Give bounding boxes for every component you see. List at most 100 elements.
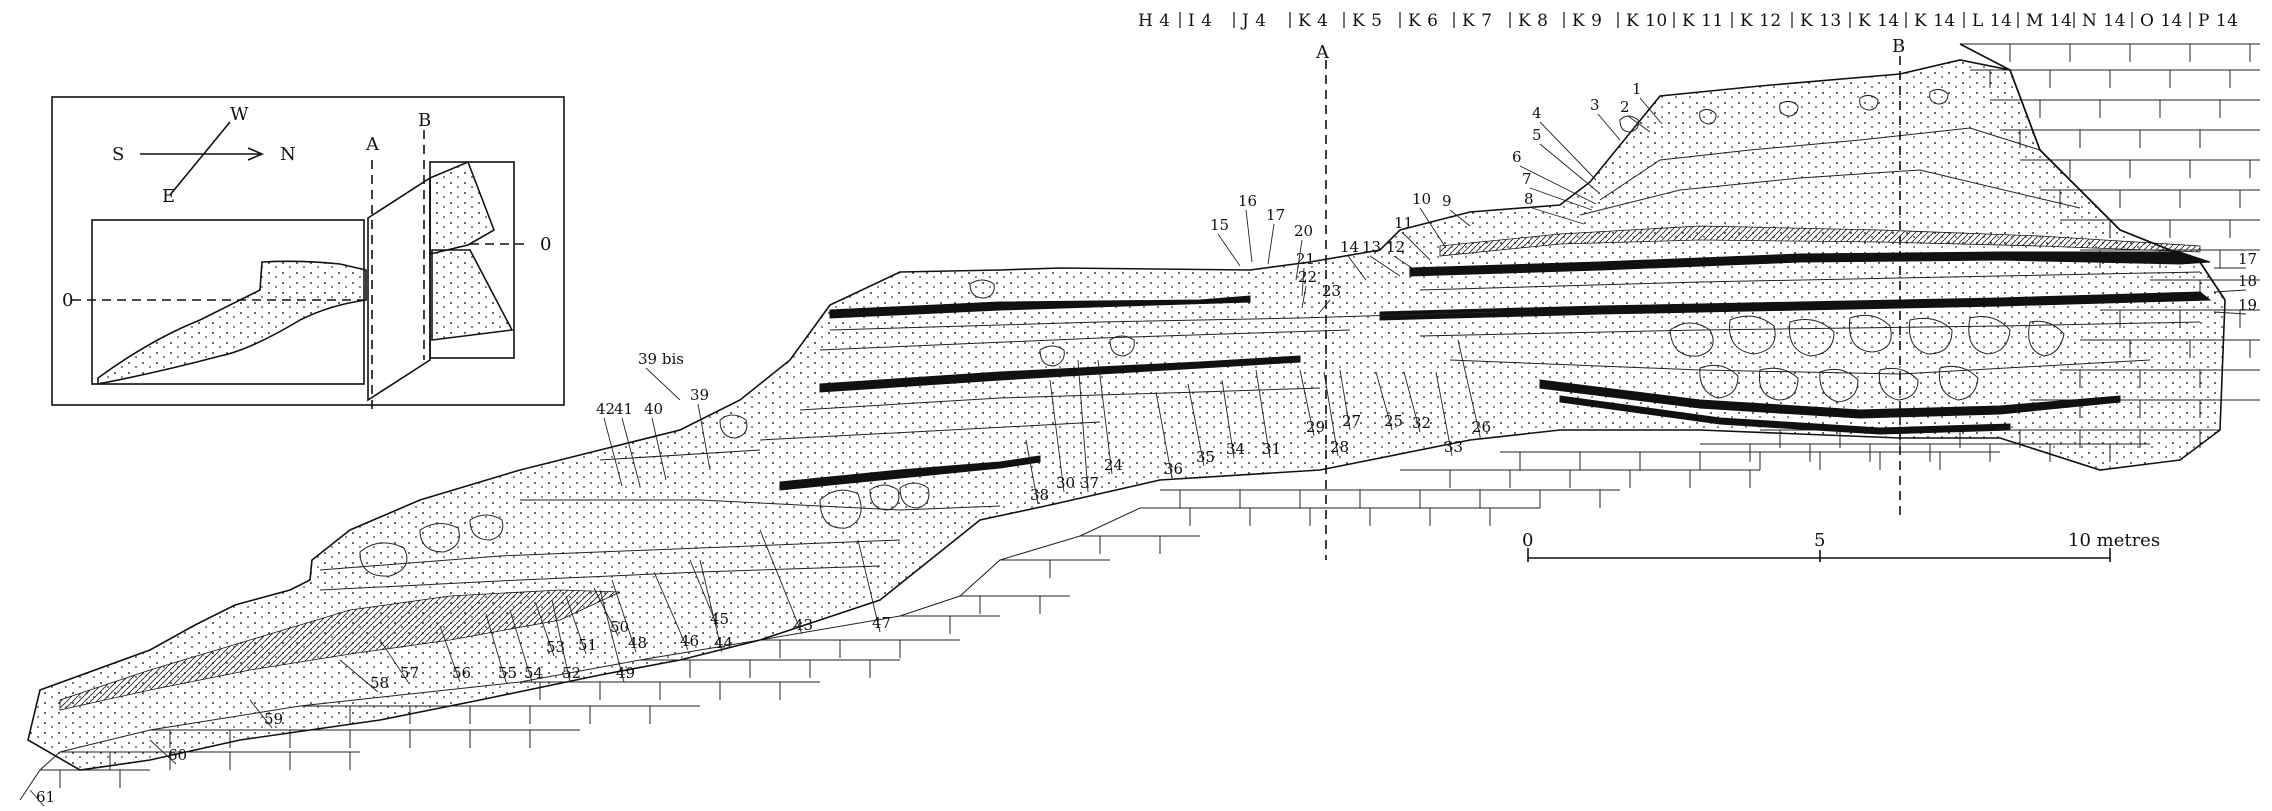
charcoal-lens-right <box>1539 379 2121 419</box>
layer-number-label: 20 <box>1294 222 1313 240</box>
arrowhead-icon <box>247 147 265 161</box>
layer-number-label: 38 <box>1030 486 1049 504</box>
grid-square-label: K 8 <box>1518 11 1548 31</box>
grid-square-label: L 14 <box>1972 11 2012 31</box>
layer-number-label: 34 <box>1226 440 1245 458</box>
boulders-right <box>1619 88 2065 403</box>
layer-number-label: 49 <box>616 664 635 682</box>
layer-number-label: 46 <box>680 632 699 650</box>
layer-number-label: 12 <box>1386 238 1405 256</box>
scale-end: 10 metres <box>2068 530 2160 551</box>
grid-square-label: K 14 <box>1914 11 1956 31</box>
layer-labels: 1234567891011121314151617202122231718192… <box>29 80 2257 807</box>
layer-number-label: 33 <box>1444 438 1463 456</box>
layer-number-label: 14 <box>1340 238 1359 256</box>
layer-number-label: 22 <box>1298 268 1317 286</box>
layer-number-label: 36 <box>1164 460 1183 478</box>
layer-number-label: 3 <box>1590 96 1600 114</box>
layer-number-label: 52 <box>562 664 581 682</box>
layer-number-label: 18 <box>2238 272 2257 290</box>
charcoal-seam-right <box>1379 291 2212 321</box>
grid-square-label: K 7 <box>1462 11 1492 31</box>
layer-number-label: 21 <box>1296 250 1315 268</box>
hatched-bed-mid <box>1439 225 2201 257</box>
grid-square-label: K 12 <box>1740 11 1782 31</box>
inset-left-block <box>91 219 365 385</box>
inset-diagram: S N W E A B 0 0 <box>51 96 565 410</box>
layer-number-label: 57 <box>400 664 419 682</box>
layer-number-label: 1 <box>1632 80 1642 98</box>
layer-number-label: 56 <box>452 664 471 682</box>
layer-number-label: 45 <box>710 610 729 628</box>
layer-number-label: 39 bis <box>638 350 684 368</box>
grid-square-label: H 4 <box>1138 11 1171 31</box>
charcoal-lens-right-2 <box>1559 395 2011 435</box>
compass-west: W <box>230 104 249 125</box>
section-lines: A B <box>1315 36 1905 560</box>
layer-number-label: 41 <box>614 400 633 418</box>
grid-square-label: K 9 <box>1572 11 1602 31</box>
inset-fold-top <box>429 160 495 256</box>
layer-number-label: 31 <box>1262 440 1281 458</box>
hatched-bed-lower <box>59 589 621 711</box>
grid-square-label: I 4 <box>1188 11 1212 31</box>
grid-square-label: K 6 <box>1408 11 1438 31</box>
layer-number-label: 53 <box>546 638 565 656</box>
boulders-left <box>359 279 1135 577</box>
layer-number-label: 43 <box>794 616 813 634</box>
layer-number-label: 44 <box>714 634 733 652</box>
layer-number-label: 8 <box>1524 190 1534 208</box>
scale-bar: 0 5 10 metres <box>1522 530 2160 562</box>
scale-start: 0 <box>1522 530 1533 551</box>
section-marker-b: B <box>1892 36 1905 57</box>
layer-number-label: 13 <box>1362 238 1381 256</box>
layer-number-label: 10 <box>1412 190 1431 208</box>
charcoal-seam-upper <box>1409 251 2211 277</box>
inset-frame <box>51 96 565 406</box>
layer-number-label: 5 <box>1532 126 1542 144</box>
layer-number-label: 60 <box>168 746 187 764</box>
layer-number-label: 24 <box>1104 456 1123 474</box>
charcoal-seam-mid <box>829 295 1251 319</box>
layer-number-label: 61 <box>36 788 55 806</box>
layer-number-label: 26 <box>1472 418 1491 436</box>
deposit-section <box>27 59 2226 771</box>
layer-number-label: 23 <box>1322 282 1341 300</box>
layer-number-label: 47 <box>872 614 891 632</box>
compass-east: E <box>162 186 175 207</box>
section-marker-a: A <box>1315 42 1330 63</box>
layer-number-label: 51 <box>578 636 597 654</box>
layer-number-label: 48 <box>628 634 647 652</box>
scale-mid: 5 <box>1814 530 1825 551</box>
layer-number-label: 42 <box>596 400 615 418</box>
compass-north: N <box>280 144 296 165</box>
layer-number-label: 35 <box>1196 448 1215 466</box>
layer-number-label: 6 <box>1512 148 1522 166</box>
grid-square-label: K 13 <box>1800 11 1842 31</box>
layer-number-label: 54 <box>524 664 543 682</box>
layer-number-label: 4 <box>1532 104 1542 122</box>
layer-number-label: 15 <box>1210 216 1229 234</box>
layer-number-label: 16 <box>1238 192 1257 210</box>
layer-number-label: 7 <box>1522 170 1532 188</box>
layer-number-label: 11 <box>1394 214 1413 232</box>
layer-number-label: 29 <box>1306 418 1325 436</box>
layer-number-label: 25 <box>1384 412 1403 430</box>
layer-number-label: 50 <box>610 618 629 636</box>
grid-square-label: P 14 <box>2198 11 2238 31</box>
layer-number-label: 27 <box>1342 412 1361 430</box>
inset-zero-left: 0 <box>62 290 73 311</box>
layer-number-label: 9 <box>1442 192 1452 210</box>
layer-number-label: 19 <box>2238 296 2257 314</box>
compass-south: S <box>112 144 124 165</box>
layer-number-label: 28 <box>1330 438 1349 456</box>
inset-marker-a: A <box>365 134 380 155</box>
grid-square-label: O 14 <box>2140 11 2183 31</box>
charcoal-seam-deep <box>779 455 1041 491</box>
compass-west-line <box>169 121 231 196</box>
layer-number-label: 17 <box>1266 206 1285 224</box>
layer-number-label: 39 <box>690 386 709 404</box>
layer-number-label: 17 <box>2238 250 2257 268</box>
layer-number-label: 59 <box>264 710 283 728</box>
